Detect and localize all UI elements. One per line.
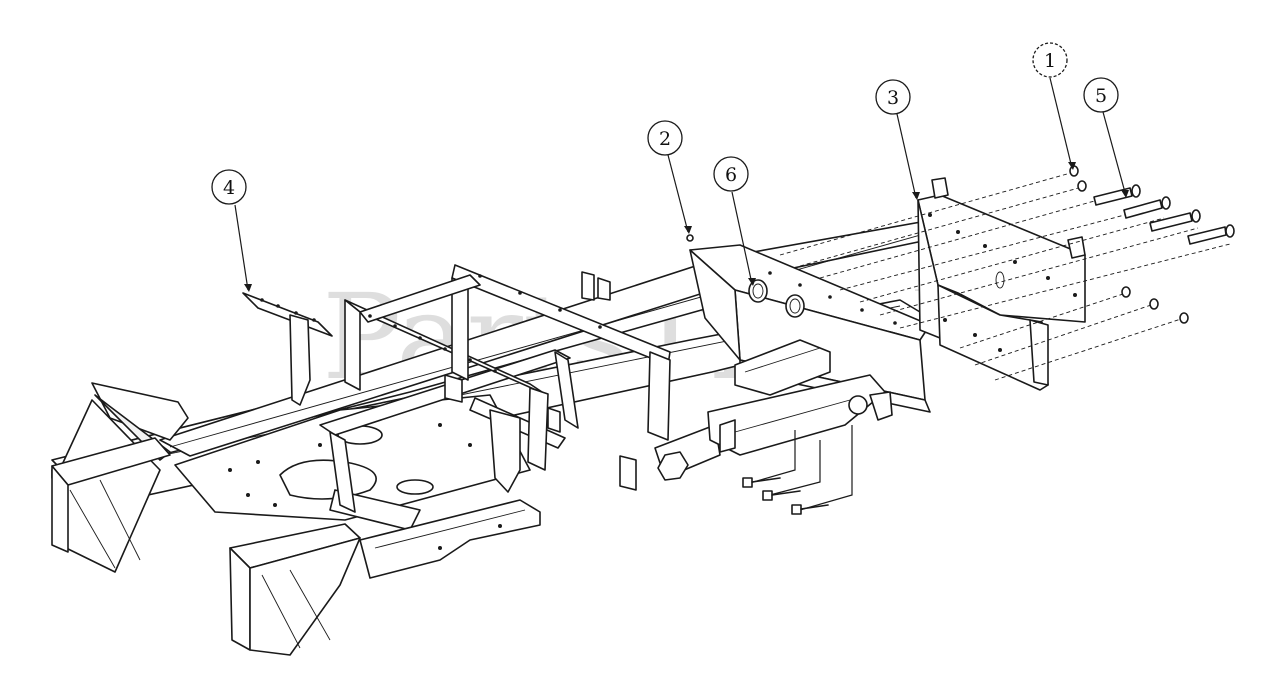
rear-left-bracket <box>91 382 189 441</box>
part-1-bolt <box>1069 165 1079 177</box>
hitch-bolts <box>742 425 853 515</box>
callout-4-label: 4 <box>223 177 235 199</box>
hex-nut <box>657 451 689 481</box>
callout-5-label: 5 <box>1095 85 1107 107</box>
bolt-set <box>686 165 1235 381</box>
hitch-assembly <box>654 374 893 481</box>
part-5-long-bolt <box>1093 184 1141 206</box>
seat-support-frame <box>344 264 671 491</box>
part-2-rear-cross-frame <box>689 244 931 413</box>
part-4-bracket <box>242 292 333 406</box>
part-6-bushing-right <box>785 294 805 318</box>
callout-1-label: 1 <box>1044 50 1056 72</box>
callout-6-label: 6 <box>725 164 737 186</box>
callout-leaders <box>234 77 1129 292</box>
callout-2-label: 2 <box>659 128 671 150</box>
callout-3[interactable]: 3 <box>875 79 911 115</box>
callout-2[interactable]: 2 <box>647 120 683 156</box>
callout-5[interactable]: 5 <box>1083 77 1119 113</box>
callout-4[interactable]: 4 <box>211 169 247 205</box>
front-bumper-plate <box>359 499 541 579</box>
part-6-bushing-left <box>748 279 768 303</box>
part-3-rear-plate <box>917 177 1086 391</box>
callout-3-label: 3 <box>887 87 899 109</box>
callout-1[interactable]: 1 <box>1032 42 1068 78</box>
callout-6[interactable]: 6 <box>713 156 749 192</box>
